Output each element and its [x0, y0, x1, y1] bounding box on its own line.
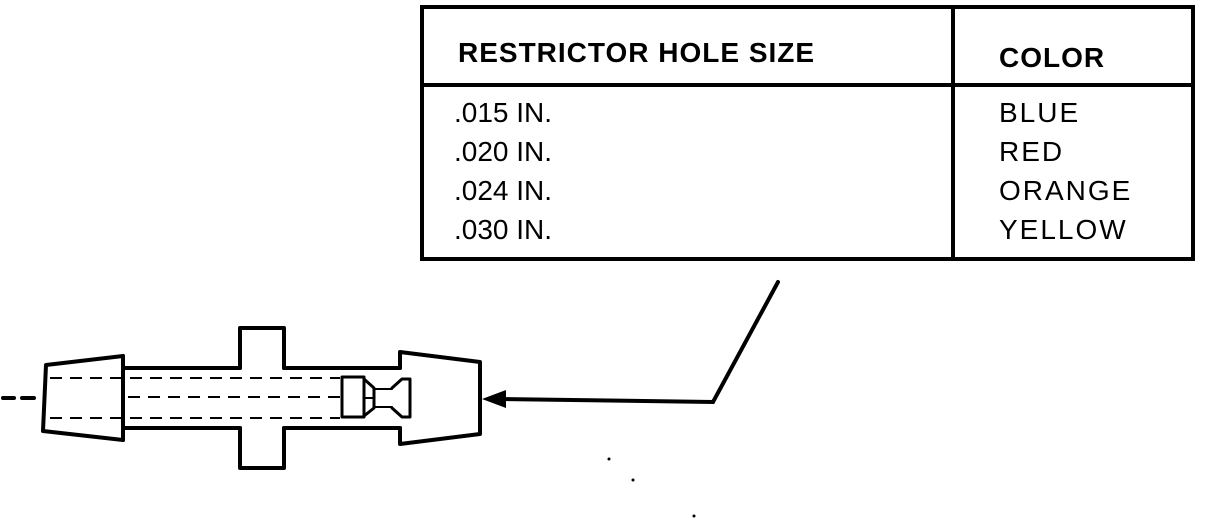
hole-size-value: .030 IN.: [454, 214, 553, 245]
header-color-label: COLOR: [999, 42, 1106, 73]
leader-arrow: [482, 280, 780, 408]
hole-size-column: .015 IN. .020 IN. .024 IN. .030 IN.: [424, 87, 955, 257]
header-color: COLOR: [955, 9, 1191, 87]
header-hole-size: RESTRICTOR HOLE SIZE: [424, 9, 955, 87]
hole-size-value: .024 IN.: [454, 175, 553, 206]
scan-specks: [607, 457, 696, 518]
restrictor-insert: [340, 375, 412, 419]
tube-body: [121, 354, 402, 442]
hole-size-value: .015 IN.: [454, 97, 553, 128]
restrictor-color-table: RESTRICTOR HOLE SIZE COLOR .015 IN. .020…: [420, 5, 1195, 261]
color-value: BLUE: [999, 97, 1081, 128]
hidden-bore-lines: [50, 377, 340, 419]
left-barb: [41, 354, 125, 442]
hex-flange: [238, 326, 286, 470]
color-column: BLUE RED ORANGE YELLOW: [955, 87, 1191, 257]
color-value: ORANGE: [999, 175, 1133, 206]
hole-size-value: .020 IN.: [454, 136, 553, 167]
right-barb: [398, 350, 482, 446]
color-value: YELLOW: [999, 214, 1128, 245]
color-value: RED: [999, 136, 1065, 167]
header-hole-size-label: RESTRICTOR HOLE SIZE: [458, 37, 816, 68]
